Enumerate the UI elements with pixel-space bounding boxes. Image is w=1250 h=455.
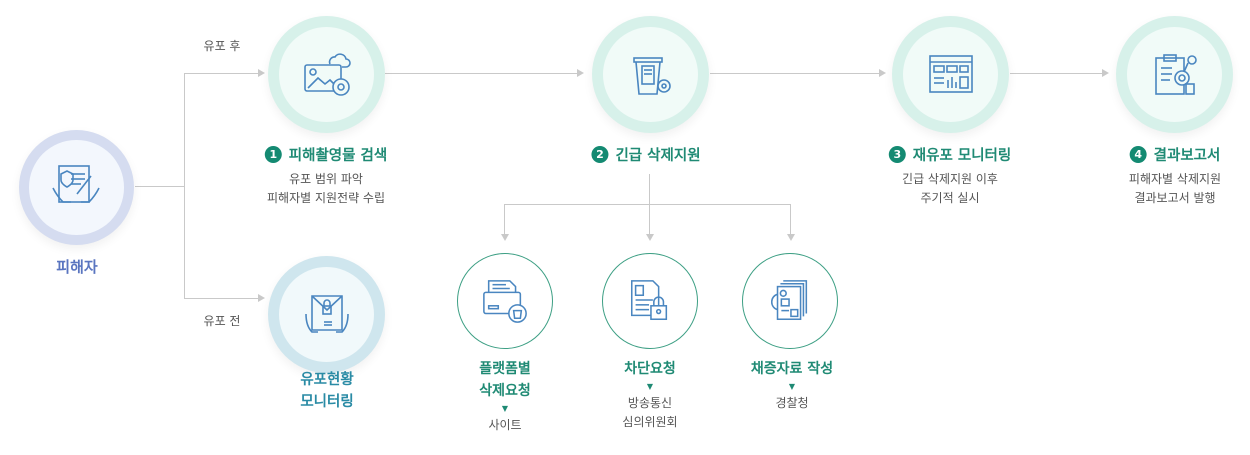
- evidence-documents-icon: [770, 280, 808, 321]
- step-title-text: 재유포 모니터링: [912, 148, 1012, 164]
- substep-target: 경찰청: [775, 396, 809, 410]
- step-number-badge: 1: [264, 146, 282, 163]
- substep-title-line: 차단요청: [624, 361, 676, 377]
- description-line: 피해자별 지원전략 수립: [266, 191, 386, 205]
- substep-title-line: 채증자료 작성: [750, 361, 834, 377]
- arrow-icon: [1102, 69, 1109, 77]
- document-lock-icon: [630, 280, 668, 321]
- connector: [1010, 73, 1103, 74]
- arrow-icon: [501, 234, 509, 241]
- monitoring-node: [268, 256, 385, 373]
- image-search-gear-icon: [303, 52, 351, 96]
- step-2-title: 2 긴급 삭제지원: [591, 144, 701, 165]
- substep-evidence-node: [742, 253, 838, 349]
- locked-folder-icon: [304, 294, 349, 333]
- step-title-text: 긴급 삭제지원: [615, 148, 701, 164]
- connector: [790, 204, 791, 235]
- substep-evidence-text: 채증자료 작성 ▼ 경찰청: [751, 358, 833, 413]
- folder-trash-icon: [483, 280, 527, 323]
- monitoring-label-line: 유포현황: [300, 372, 354, 388]
- step-4-title: 4 결과보고서: [1129, 144, 1221, 165]
- triangle-down-icon: ▼: [501, 404, 509, 413]
- substep-target: 심의위원회: [622, 415, 678, 429]
- arrow-icon: [258, 294, 265, 302]
- description-line: 긴급 삭제지원 이후: [902, 172, 998, 186]
- trash-document-gear-icon: [632, 56, 671, 95]
- step-number-badge: 2: [591, 146, 609, 163]
- victim-label: 피해자: [56, 258, 98, 276]
- connector: [710, 73, 880, 74]
- step-3-node: [892, 16, 1009, 133]
- step-number-badge: 3: [888, 146, 906, 163]
- substep-title-line: 삭제요청: [479, 383, 531, 399]
- step-number-badge: 4: [1129, 146, 1147, 163]
- arrow-icon: [646, 234, 654, 241]
- victim-node: [19, 130, 134, 245]
- substep-target: 방송통신: [627, 396, 673, 410]
- step-4-node: [1116, 16, 1233, 133]
- description-line: 유포 범위 파악: [289, 172, 363, 186]
- arrow-icon: [577, 69, 584, 77]
- report-clipboard-icon: [1154, 53, 1197, 95]
- description-line: 주기적 실시: [920, 191, 980, 205]
- branch-label-after: 유포 후: [203, 39, 241, 53]
- description-line: 결과보고서 발행: [1134, 191, 1216, 205]
- substep-block-text: 차단요청 ▼ 방송통신 심의위원회: [622, 358, 677, 432]
- monitoring-dashboard-icon: [928, 54, 973, 93]
- description-line: 피해자별 삭제지원: [1128, 172, 1222, 186]
- substep-title-line: 플랫폼별: [479, 361, 531, 377]
- step-3-title: 3 재유포 모니터링: [888, 144, 1012, 165]
- connector: [135, 186, 185, 187]
- connector: [504, 204, 791, 205]
- arrow-icon: [258, 69, 265, 77]
- step-1-title: 1 피해촬영물 검색: [264, 144, 388, 165]
- connector: [184, 73, 260, 74]
- substep-target: 사이트: [488, 418, 522, 432]
- step-title-text: 결과보고서: [1153, 148, 1221, 164]
- branch-label-before: 유포 전: [203, 314, 241, 328]
- connector: [504, 204, 505, 235]
- substep-platform-text: 플랫폼별 삭제요청 ▼ 사이트: [479, 358, 531, 435]
- step-2-node: [592, 16, 709, 133]
- substep-block-node: [602, 253, 698, 349]
- victim-document-icon: [52, 165, 101, 204]
- monitoring-label: 유포현황 모니터링: [300, 369, 353, 413]
- substep-platform-node: [457, 253, 553, 349]
- connector: [184, 298, 260, 299]
- connector: [385, 73, 578, 74]
- arrow-icon: [879, 69, 886, 77]
- triangle-down-icon: ▼: [646, 382, 654, 391]
- connector: [184, 73, 185, 299]
- arrow-icon: [787, 234, 795, 241]
- step-title-text: 피해촬영물 검색: [288, 148, 388, 164]
- monitoring-label-line: 모니터링: [300, 394, 354, 410]
- step-1-node: [268, 16, 385, 133]
- triangle-down-icon: ▼: [788, 382, 796, 391]
